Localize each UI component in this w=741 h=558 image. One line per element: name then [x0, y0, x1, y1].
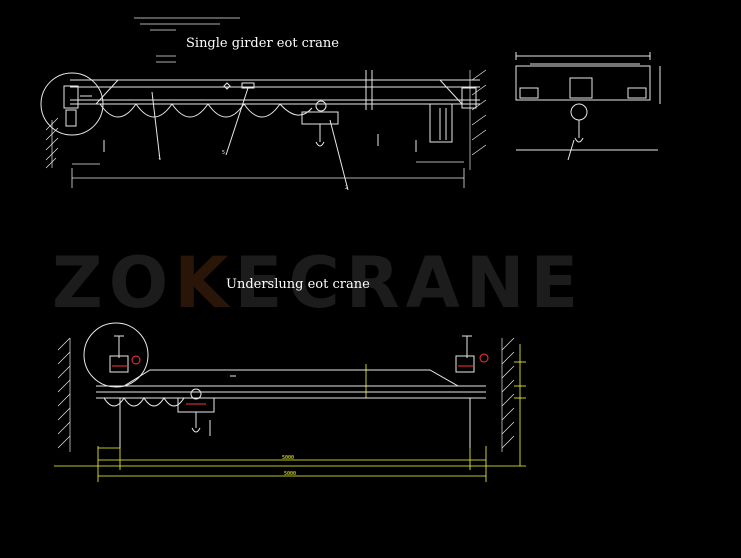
red-accents	[112, 353, 489, 405]
bottom-girder	[96, 369, 486, 399]
bottom-title: Underslung eot crane	[226, 277, 370, 292]
bottom-crane-view	[57, 322, 515, 452]
top-notes	[134, 17, 240, 63]
top-side-view	[515, 52, 661, 161]
dim-span-inner: 5000	[282, 455, 295, 461]
bottom-left-wall-hatch	[57, 337, 71, 452]
top-end-carriage-right	[429, 87, 477, 143]
top-girder	[70, 70, 480, 110]
bottom-cable-festoon	[103, 397, 185, 407]
top-end-carriage-left	[63, 85, 92, 127]
label-5: 5	[222, 150, 226, 156]
top-hoist	[301, 100, 339, 147]
label-2: 2	[345, 185, 349, 191]
rail-left	[109, 335, 129, 373]
right-wall-hatch	[469, 69, 487, 170]
top-cable-festoon	[99, 103, 313, 118]
bottom-dimensions	[54, 344, 526, 482]
bottom-hoist	[177, 388, 215, 436]
left-wall-hatch	[45, 117, 59, 169]
rail-right	[455, 335, 475, 373]
top-front-view	[40, 17, 487, 191]
label-1: 1	[158, 155, 162, 161]
bottom-right-wall-hatch	[501, 337, 515, 452]
top-title: Single girder eot crane	[186, 36, 339, 51]
top-span-dimension	[71, 161, 465, 188]
dim-span-outer: 5000	[284, 471, 297, 477]
detail-circle-bottom	[83, 322, 149, 388]
watermark: ZOKECRANE	[52, 242, 585, 324]
